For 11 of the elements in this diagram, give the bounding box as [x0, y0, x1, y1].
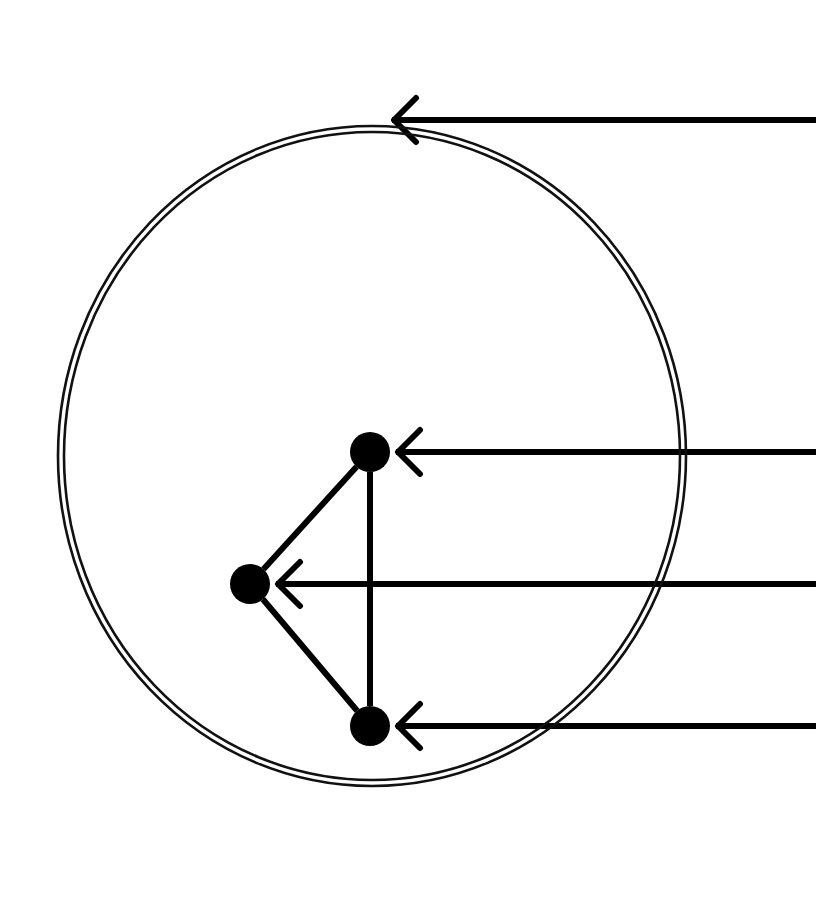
- node-dot: [230, 564, 270, 604]
- double-circle-outline: [56, 124, 688, 788]
- arrow: [395, 427, 816, 477]
- connecting-line: [260, 597, 360, 713]
- connecting-line: [261, 464, 359, 572]
- node-dot: [350, 432, 390, 472]
- arrow: [395, 701, 816, 751]
- node-dot: [350, 706, 390, 746]
- arrow: [275, 559, 816, 609]
- arrow: [391, 95, 816, 145]
- connecting-line: [367, 472, 373, 706]
